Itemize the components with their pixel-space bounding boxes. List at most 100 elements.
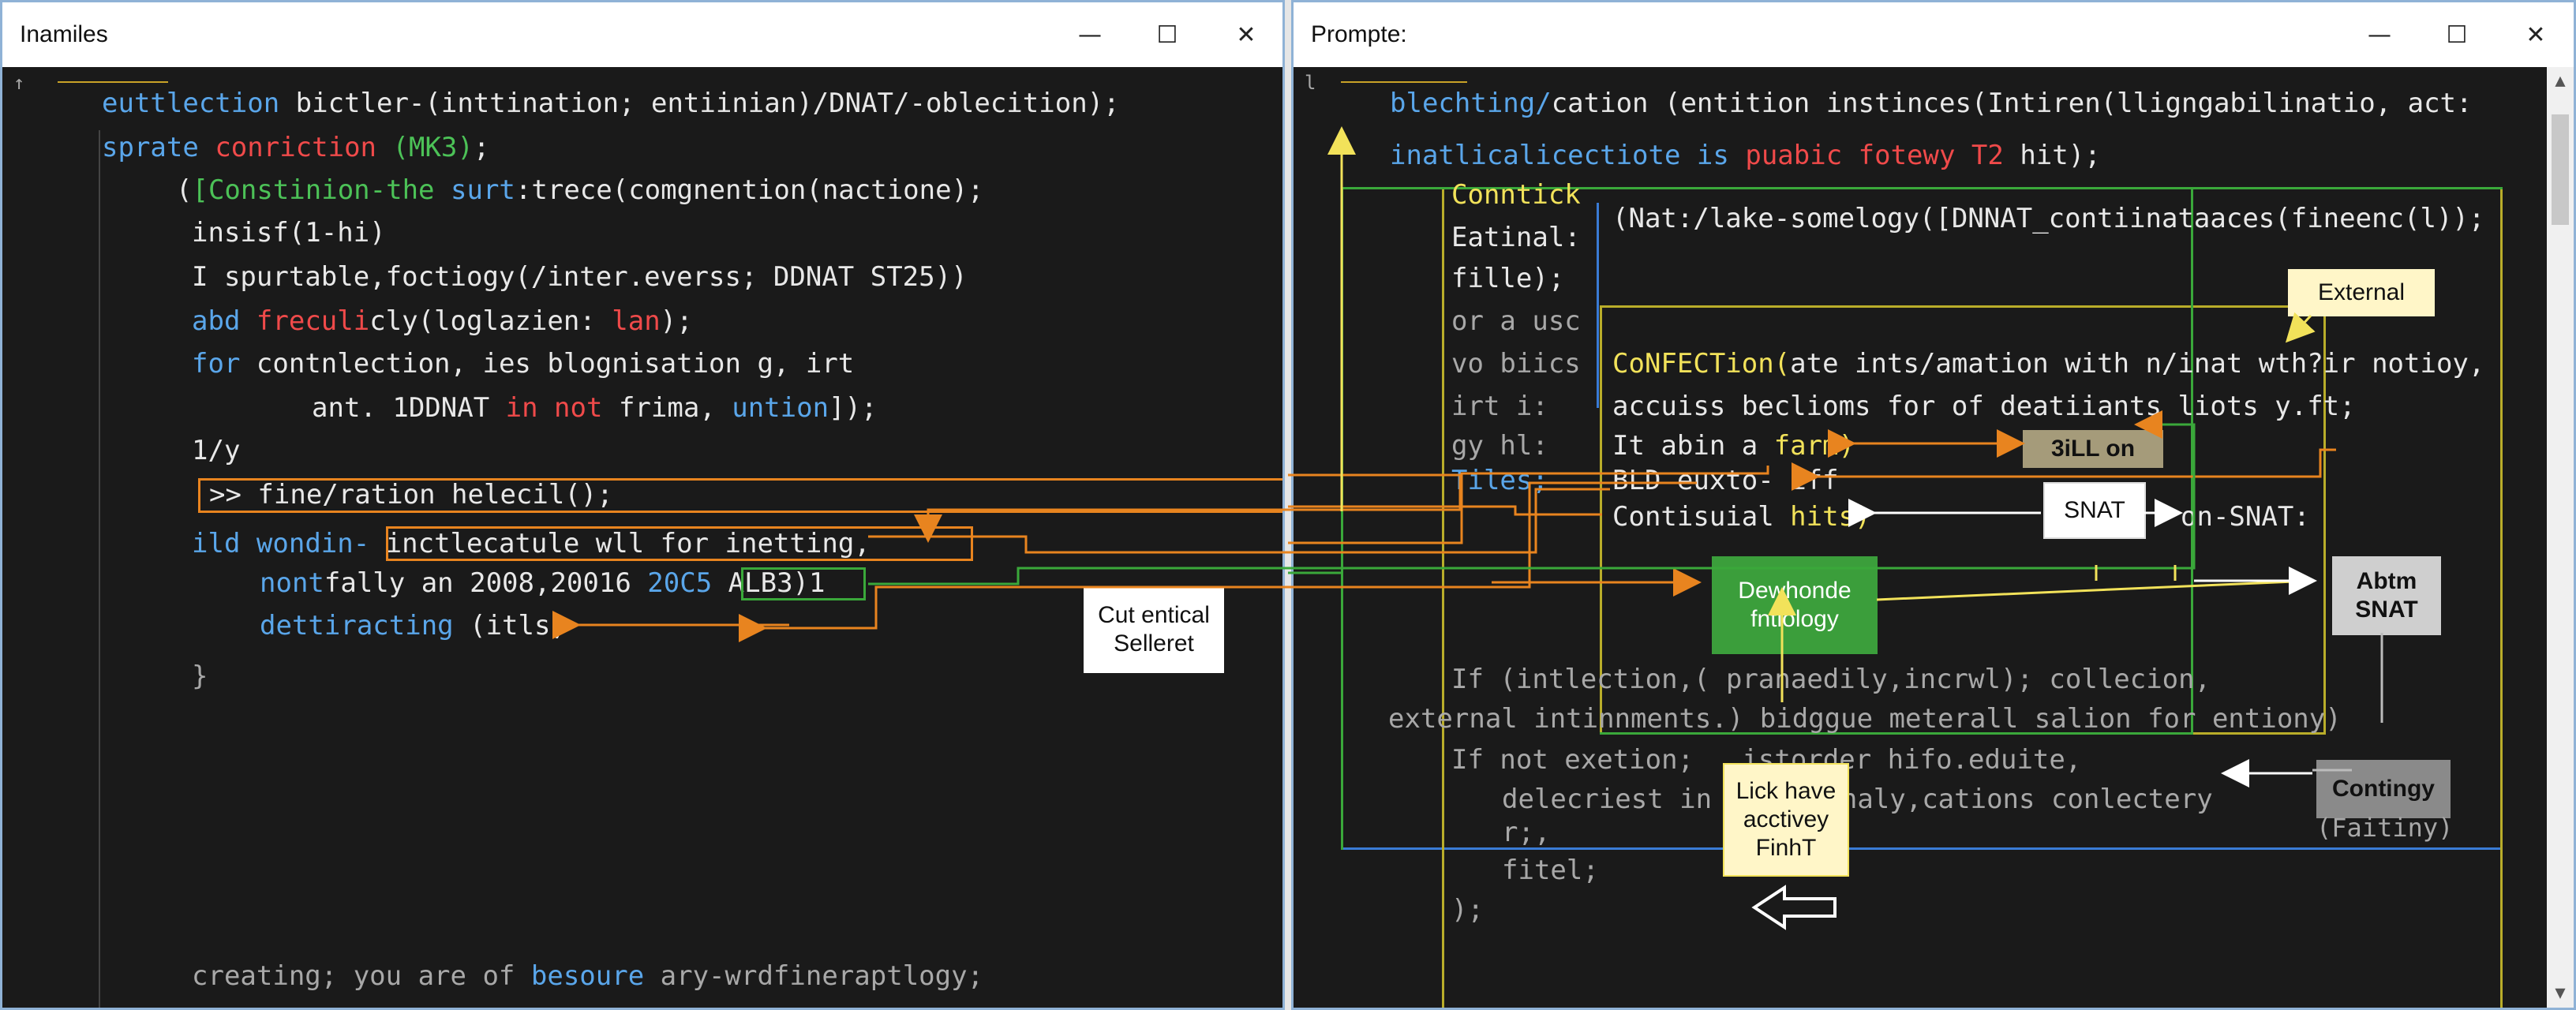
code-token: external intinnments.) bidggue meterall … — [1388, 703, 2342, 735]
code-token: sprate — [102, 132, 199, 163]
code-line: euttlection bictler-(inttination; entiin… — [102, 88, 1120, 119]
code-token: farm) — [1773, 430, 1855, 462]
maximize-button[interactable]: ☐ — [2446, 21, 2468, 49]
code-line: BLD euxto- iff — [1612, 465, 1839, 496]
code-token: wondin- — [256, 528, 370, 559]
code-line: fille); — [1451, 263, 1564, 294]
left-title-bar[interactable]: Inamiles — ☐ ✕ — [2, 2, 1282, 68]
code-token: fally an 2008,20016 — [324, 567, 648, 599]
scroll-down-arrow-icon[interactable]: ▼ — [2555, 983, 2566, 1003]
code-token: r;, — [1502, 817, 1551, 848]
code-line: ([Constinion-the surt:trece(comgnention(… — [176, 174, 984, 206]
left-code-editor[interactable]: ↑ euttlection bictler-(inttination; enti… — [2, 67, 1282, 1008]
code-token: ate ints/amation with n/inat wth?ir noti… — [1790, 348, 2485, 380]
hollow-left-arrow-icon — [1751, 885, 1837, 930]
code-line: sprate conriction (MK3); — [102, 132, 489, 163]
code-token: iff — [1773, 465, 1839, 496]
code-token: ; — [473, 132, 490, 163]
contingy-box: Contingy — [2316, 760, 2451, 818]
code-token: Conntick — [1451, 179, 1581, 211]
code-token: >> fine/ration helecil(); — [209, 479, 613, 511]
right-code-editor[interactable]: l blechting/cation (entition instinces(I… — [1294, 67, 2574, 1008]
minimize-button[interactable]: — — [2368, 21, 2391, 49]
code-line: fitel; — [1502, 855, 1599, 886]
indent-guide — [99, 130, 100, 1008]
scroll-up-arrow-icon[interactable]: ▲ — [2555, 71, 2566, 91]
code-token: contnlection, ies blognisation g, irt — [240, 348, 855, 380]
code-line: insisf(1-hi) — [192, 217, 386, 249]
code-token: puabic fotewy T2 — [1745, 140, 2004, 171]
maximize-button[interactable]: ☐ — [1156, 21, 1178, 49]
code-token: fille); — [1451, 263, 1565, 294]
code-line: If (intlection,( pranaedily,incrwl); col… — [1451, 664, 2211, 695]
external-label: External — [2288, 269, 2435, 316]
code-token: euttlection — [102, 88, 280, 119]
scrollbar-thumb[interactable] — [2552, 114, 2569, 225]
code-token: freculi — [256, 305, 370, 337]
code-line: accuiss beclioms for of deatiiants liots… — [1612, 391, 2356, 422]
code-token: ); — [660, 305, 693, 337]
code-token: bictler-(inttination; entiinian)/DNAT/-o… — [279, 88, 1120, 119]
code-token: vo biics — [1451, 348, 1581, 380]
code-line: vo biics — [1451, 348, 1581, 380]
left-editor-window: Inamiles — ☐ ✕ ↑ euttlection bictler-(in… — [0, 0, 1285, 1010]
code-token: ion — [780, 392, 829, 424]
bill-on-label: 3iLL on — [2023, 430, 2163, 468]
minimize-button[interactable]: — — [1078, 21, 1102, 49]
code-line: or a usc — [1451, 305, 1581, 337]
code-line: It abin a farm) — [1612, 430, 1855, 462]
highlight-alb3 — [741, 567, 866, 600]
code-token: inatlicalicectiote is — [1390, 140, 1746, 171]
code-token: CoNFECTion( — [1612, 348, 1791, 380]
right-editor-window: Prompte: — ☐ ✕ l blechting/cation (entit… — [1291, 0, 2576, 1010]
code-token: If (intlection,( pranaedily,incrwl); col… — [1451, 664, 2211, 695]
code-token: dettiracting — [260, 610, 454, 642]
code-line: for contnlection, ies blognisation g, ir… — [192, 348, 854, 380]
right-title-bar[interactable]: Prompte: — ☐ ✕ — [1294, 2, 2574, 68]
code-token: (itls; — [453, 610, 567, 642]
code-line: Eatinal: — [1451, 222, 1581, 253]
code-line: Tiles; — [1451, 465, 1548, 496]
lick-have-note: Lick have acctivey FinhT — [1723, 763, 1849, 877]
code-token: for — [192, 348, 241, 380]
code-line: r;, — [1502, 817, 1550, 848]
code-line: I spurtable,foctiogy(/inter.everss; DDNA… — [192, 261, 968, 293]
gutter-mark: l — [1305, 72, 1316, 94]
code-token: nont — [260, 567, 324, 599]
code-token: BLD euxto — [1612, 465, 1758, 496]
right-scrollbar[interactable]: ▲ ▼ — [2547, 67, 2574, 1008]
code-token: :trece(comgnention(nactione); — [515, 174, 984, 206]
code-token: creating; you are of — [192, 960, 531, 992]
cut-entical-annotation: Cut entical Selleret — [1084, 586, 1224, 673]
code-token: insisf(1-hi) — [192, 217, 386, 249]
code-line: delecriest in sitienaly,cations conlecte… — [1502, 784, 2213, 815]
code-line: Conntick — [1451, 179, 1581, 211]
code-line: on-SNAT: — [2181, 501, 2310, 533]
code-token: gy hl: — [1451, 430, 1548, 462]
code-token: cly(loglazien: — [369, 305, 612, 337]
faitiny-caption: (Faitiny) — [2316, 813, 2454, 843]
code-line: external intinnments.) bidggue meterall … — [1388, 703, 2342, 735]
left-window-title: Inamiles — [20, 21, 108, 47]
code-token: - — [1758, 465, 1774, 496]
highlight-fine-ration — [198, 478, 1282, 513]
blue-bracket — [1597, 203, 1599, 408]
code-token: fitel; — [1502, 855, 1599, 886]
code-token — [435, 174, 451, 206]
code-token: It abin a — [1612, 430, 1774, 462]
code-token: surt — [451, 174, 515, 206]
code-token: Contisuial — [1612, 501, 1791, 533]
gutter-mark: ↑ — [13, 72, 25, 94]
code-token: (Nat:/lake-somelogy([DNNAT_contiinataace… — [1612, 203, 2485, 234]
code-token: ary-wrdfineraptlogy; — [644, 960, 984, 992]
code-line: ); — [1451, 894, 1484, 926]
code-line: If not exetion; istorder hifo.eduite, — [1451, 744, 2081, 776]
code-token: in not — [505, 392, 603, 424]
right-window-title: Prompte: — [1311, 21, 1407, 47]
code-line: blechting/cation (entition instinces(Int… — [1390, 88, 2472, 119]
close-button[interactable]: ✕ — [1236, 21, 1256, 49]
snat-label: SNAT — [2043, 482, 2146, 539]
abtm-snat-box: Abtm SNAT — [2332, 556, 2441, 635]
close-button[interactable]: ✕ — [2525, 21, 2546, 49]
code-line: } — [192, 660, 208, 692]
